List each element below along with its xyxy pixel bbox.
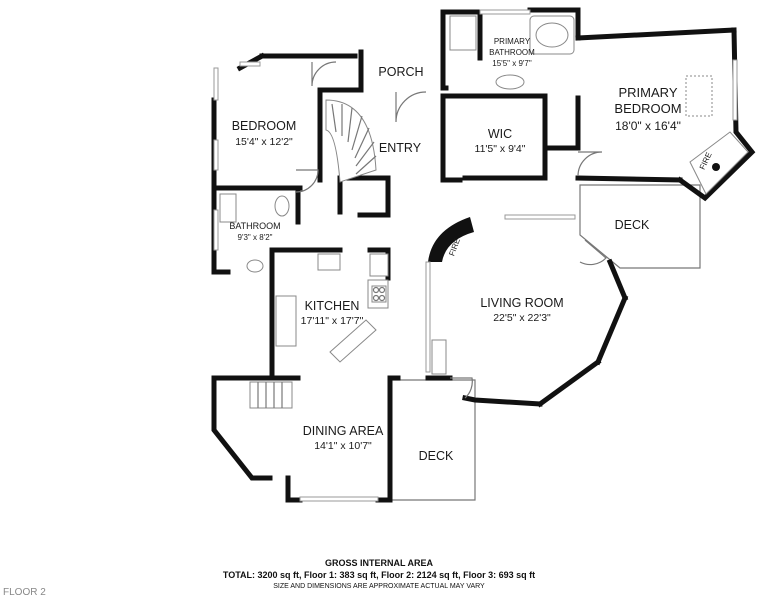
label-deck-lower: DECK xyxy=(419,449,454,463)
label-porch: PORCH xyxy=(378,65,423,79)
dimensions-note: SIZE AND DIMENSIONS ARE APPROXIMATE ACTU… xyxy=(273,583,485,590)
dims-dining-area: 14'1" x 10'7" xyxy=(314,440,372,452)
dims-wic: 11'5" x 9'4" xyxy=(475,143,526,155)
label-dining-area: DINING AREA xyxy=(303,424,384,438)
room-labels: PORCH PRIMARY BATHROOM 15'5" x 9'7" PRIM… xyxy=(229,37,713,463)
dims-primary-bathroom: 15'5" x 9'7" xyxy=(492,59,532,68)
label-entry: ENTRY xyxy=(379,141,422,155)
windows xyxy=(213,9,738,502)
spiral-stair xyxy=(325,99,377,183)
label-wic: WIC xyxy=(488,127,512,141)
label-primary-bathroom-2: BATHROOM xyxy=(489,48,535,57)
dims-bedroom: 15'4" x 12'2" xyxy=(235,136,293,148)
fixtures xyxy=(219,15,749,363)
label-living-room: LIVING ROOM xyxy=(480,296,563,310)
walls xyxy=(211,7,756,503)
label-primary-bedroom-2: BEDROOM xyxy=(614,101,681,116)
label-kitchen: KITCHEN xyxy=(305,299,360,313)
label-bedroom: BEDROOM xyxy=(232,119,297,133)
label-primary-bedroom-1: PRIMARY xyxy=(619,85,678,100)
doors xyxy=(295,61,607,399)
dims-primary-bedroom: 18'0" x 16'4" xyxy=(615,119,681,133)
dims-kitchen: 17'11" x 17'7" xyxy=(301,315,364,327)
label-bathroom: BATHROOM xyxy=(229,221,280,231)
dims-bathroom: 9'3" x 8'2" xyxy=(238,233,273,242)
label-primary-bathroom-1: PRIMARY xyxy=(494,37,531,46)
gross-area-total: TOTAL: 3200 sq ft, Floor 1: 383 sq ft, F… xyxy=(222,570,536,580)
stair-dining xyxy=(249,339,447,409)
label-deck-upper: DECK xyxy=(615,218,650,232)
dims-living-room: 22'5" x 22'3" xyxy=(493,312,551,324)
floor-label: FLOOR 2 xyxy=(3,587,46,598)
gross-area-title: GROSS INTERNAL AREA xyxy=(324,558,433,568)
